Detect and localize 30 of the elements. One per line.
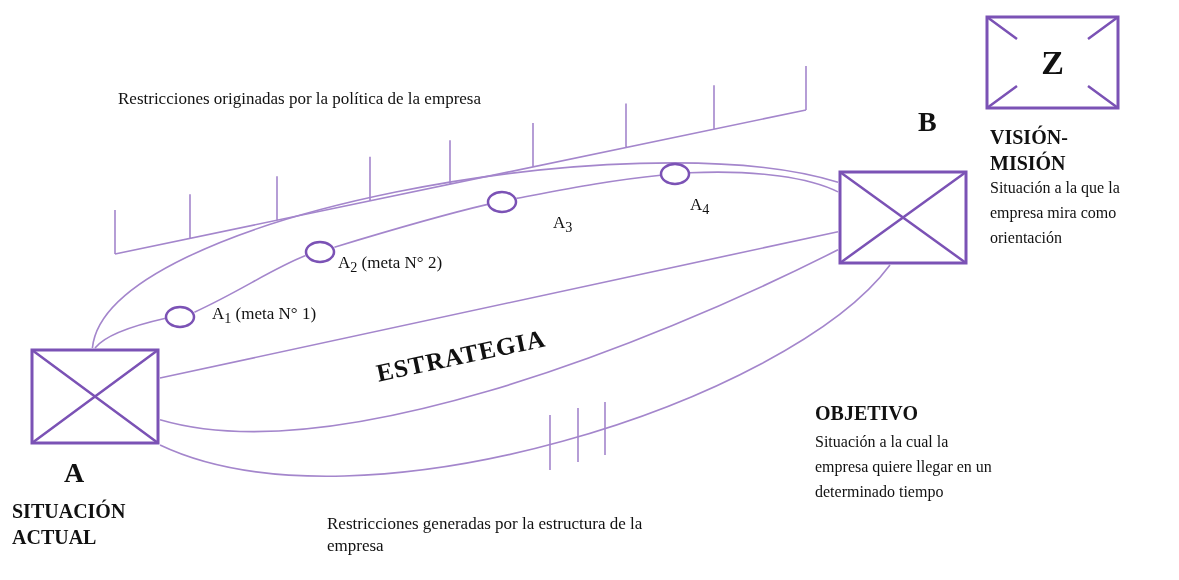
connector-line (159, 230, 839, 379)
goal-label: A$_{1}$ (meta N° 1) (212, 303, 317, 328)
vision-letter: Z (1040, 42, 1065, 83)
goal-label: A$_{2}$ (meta N° 2) (338, 252, 443, 277)
connector-line (159, 249, 839, 433)
restriction-note: Restricciones generadas por la estructura de la empresa (327, 513, 644, 558)
connector-line (159, 264, 891, 477)
goal-circle (164, 305, 196, 329)
crossed-box (838, 170, 968, 265)
connector-line (193, 254, 307, 313)
objective-description: Situación a la cual la empresa quiere llegar en un determinado tiempo (815, 432, 993, 503)
connector-line (94, 317, 167, 349)
crossed-box (30, 348, 160, 445)
point-letter: A (64, 456, 85, 490)
goal-label: A$_{3}$ (553, 212, 573, 237)
goal-circle (486, 190, 518, 214)
vision-description: Situación a la que la empresa mira como orientación (990, 178, 1121, 248)
goal-label: A$_{4}$ (690, 194, 710, 219)
connector-line (688, 171, 839, 193)
vision-box (985, 15, 1120, 110)
goal-circle (659, 162, 691, 186)
point-letter: B (918, 105, 937, 139)
connector-line (91, 162, 839, 349)
goal-circle (304, 240, 336, 264)
connector-line (333, 203, 489, 248)
situation-heading: SITUACIÓN ACTUAL (12, 498, 127, 550)
restriction-note: Restricciones originadas por la política de la empresa (118, 88, 482, 110)
connector-line (515, 174, 662, 200)
objective-heading: OBJETIVO (815, 401, 918, 426)
vision-heading: VISIÓN-MISIÓN (990, 124, 1069, 176)
